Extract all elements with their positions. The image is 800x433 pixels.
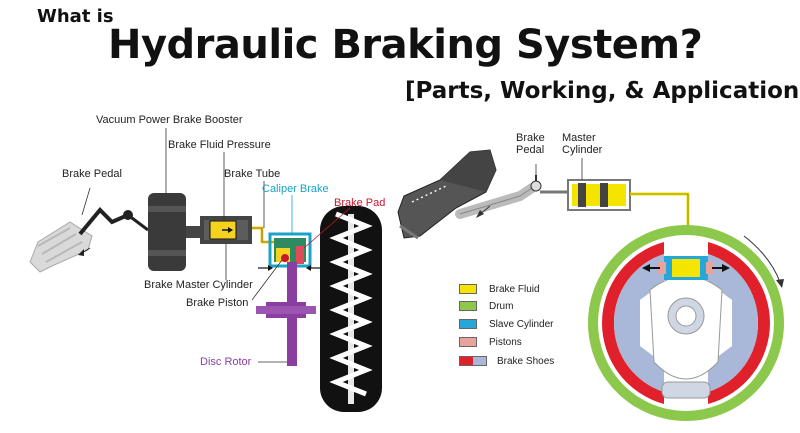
legend-swatch: [459, 356, 487, 366]
drum-brake-drawing: [397, 149, 784, 421]
legend-item: Slave Cylinder: [459, 317, 553, 331]
label-brake-pad: Brake Pad: [334, 197, 386, 209]
label-drum-master-cylinder: Master Cylinder: [562, 132, 603, 156]
label-disc-rotor: Disc Rotor: [200, 356, 252, 368]
legend-swatch: [459, 284, 477, 294]
legend-label: Drum: [489, 300, 514, 312]
page-title: Hydraulic Braking System?: [108, 22, 703, 68]
label-vacuum-booster: Vacuum Power Brake Booster: [96, 114, 243, 126]
label-drum-brake-pedal: Brake Pedal: [516, 132, 545, 156]
label-fluid-pressure: Brake Fluid Pressure: [168, 139, 271, 151]
label-brake-pedal: Brake Pedal: [62, 168, 122, 180]
legend-label: Brake Shoes: [497, 355, 555, 367]
kicker-text: What is: [37, 6, 114, 27]
legend-label: Pistons: [489, 336, 522, 348]
legend-item: Brake Fluid: [459, 282, 540, 296]
legend-swatch: [459, 301, 477, 311]
label-caliper-brake: Caliper Brake: [262, 183, 329, 195]
vacuum-booster-shape: [148, 193, 186, 271]
label-brake-tube: Brake Tube: [224, 168, 281, 180]
page-subtitle: [Parts, Working, & Applications]: [405, 78, 800, 104]
label-master-cylinder: Brake Master Cylinder: [144, 279, 253, 291]
legend-label: Brake Fluid: [489, 283, 540, 295]
legend-item: Brake Shoes: [459, 354, 554, 368]
brake-pedal-shape: [29, 221, 93, 273]
legend-item: Pistons: [459, 335, 522, 349]
label-brake-piston: Brake Piston: [186, 297, 249, 309]
legend-swatch: [459, 337, 477, 347]
disc-brake-drawing: [29, 128, 382, 412]
brake-pad-shape: [296, 246, 304, 264]
brake-shoes-shape: [602, 242, 664, 404]
legend-swatch: [459, 319, 477, 329]
legend-label: Slave Cylinder: [489, 318, 554, 330]
legend-item: Drum: [459, 299, 513, 313]
